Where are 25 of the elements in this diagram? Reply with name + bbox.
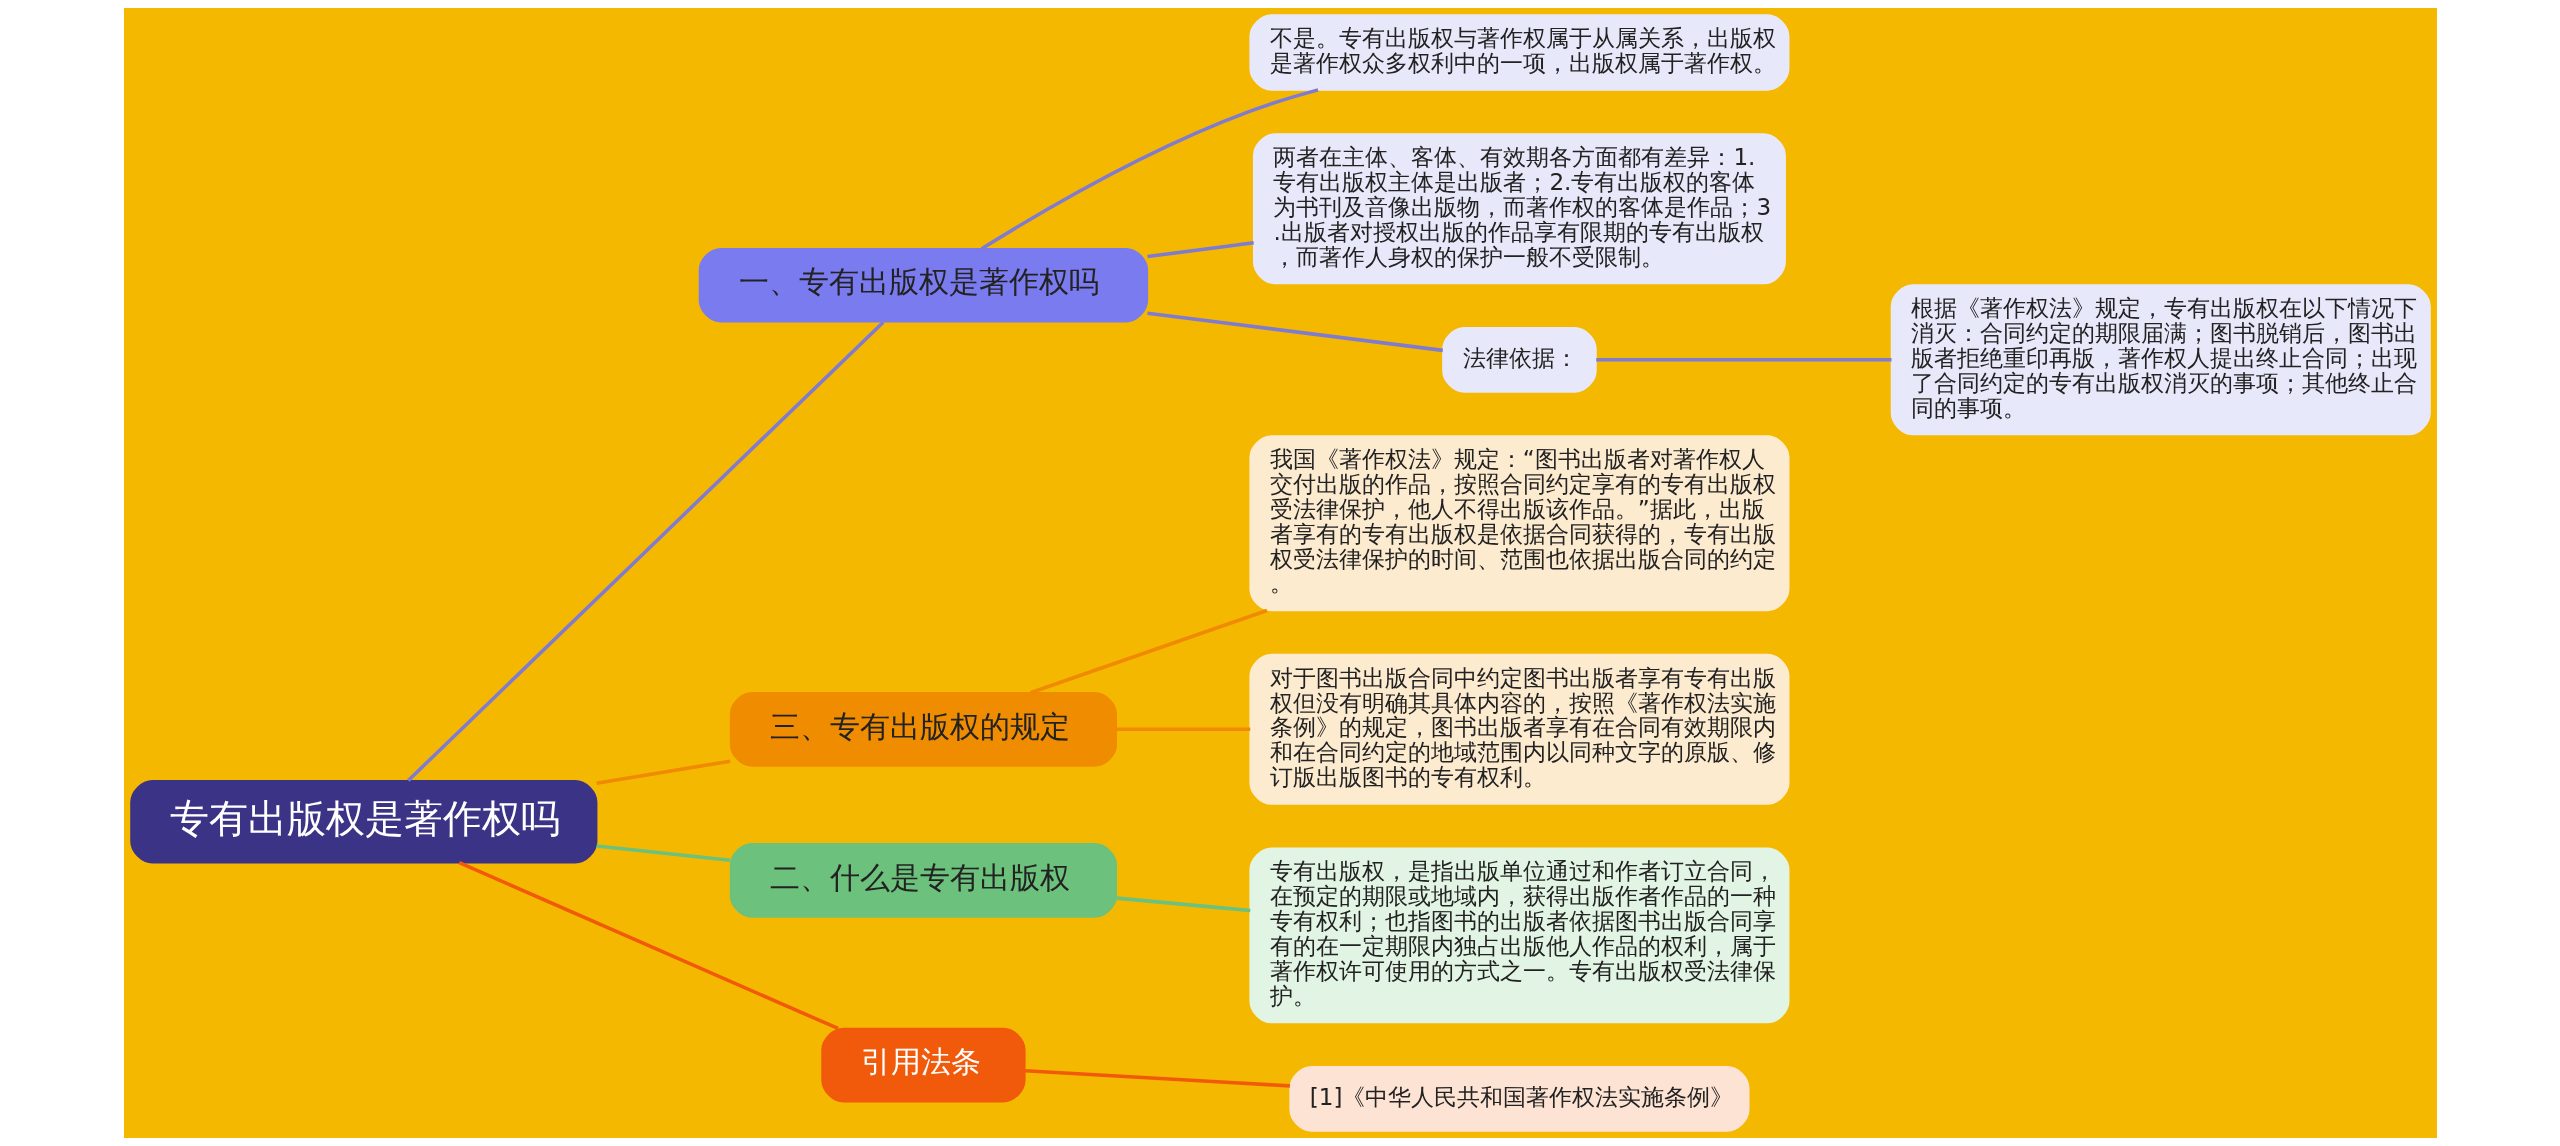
- connector: [1029, 608, 1268, 695]
- node-box: 引用法条: [820, 1027, 1026, 1103]
- connector: [1116, 896, 1250, 913]
- connector: [1146, 241, 1254, 259]
- node-box: 二、什么是专有出版权: [729, 843, 1117, 918]
- node-box: 专有出版权是著作权吗: [129, 779, 597, 864]
- node-box: 法律依据：: [1441, 326, 1597, 393]
- node-box: 一、专有出版权是著作权吗: [698, 247, 1148, 323]
- connector: [595, 759, 730, 786]
- connector: [1595, 358, 1892, 362]
- node-box: [1]《中华人民共和国著作权法实施条例》: [1288, 1065, 1749, 1132]
- connector: [458, 861, 839, 1031]
- connector: [406, 320, 884, 782]
- node-box: 根据《著作权法》规定，专有出版权在以下情况下消灭：合同约定的期限届满；图书脱销后，图书出版者拒绝重印再版，著作权人提出终止合同；出现了合同约定的专有出版权消灭的事项；其他终止合同的事项。: [1890, 284, 2431, 436]
- node-box: 两者在主体、客体、有效期各方面都有差异：1.专有出版权主体是出版者；2.专有出版权的客体为书刊及音像出版物，而著作权的客体是作品；3.出版者对授权出版的作品享有限期的专有出版权，而著作人身权的保护一般不受限制。: [1252, 133, 1786, 285]
- connector: [595, 844, 730, 862]
- node-box: 三、专有出版权的规定: [729, 692, 1117, 767]
- node-box: 专有出版权，是指出版单位通过和作者订立合同，在预定的期限或地域内，获得出版作者作品的一种专有权利；也指图书的出版者依据图书出版合同享有的在一定期限内独占出版他人作品的权利，属于著作权许可使用的方式之一。专有出版权受法律保护。: [1248, 847, 1789, 1024]
- connector: [980, 88, 1319, 251]
- node-box: 我国《著作权法》规定：“图书出版者对著作权人交付出版的作品，按照合同约定享有的专有出版权受法律保护，他人不得出版该作品。”据此，出版者享有的专有出版权是依据合同获得的，专有出版权受法律保护的时间、范围也依据出版合同的约定。: [1248, 435, 1789, 612]
- connector: [1146, 311, 1443, 353]
- node-box: 对于图书出版合同中约定图书出版者享有专有出版权但没有明确其具体内容的，按照《著作权法实施条例》的规定，图书出版者享有在合同有效期限内和在合同约定的地域范围内以同种文字的原版、修订版出版图书的专有权利。: [1248, 653, 1789, 805]
- connector: [1024, 1069, 1290, 1088]
- node-box: 不是。专有出版权与著作权属于从属关系，出版权是著作权众多权利中的一项，出版权属于著作权。: [1248, 14, 1789, 91]
- connector: [1116, 727, 1250, 732]
